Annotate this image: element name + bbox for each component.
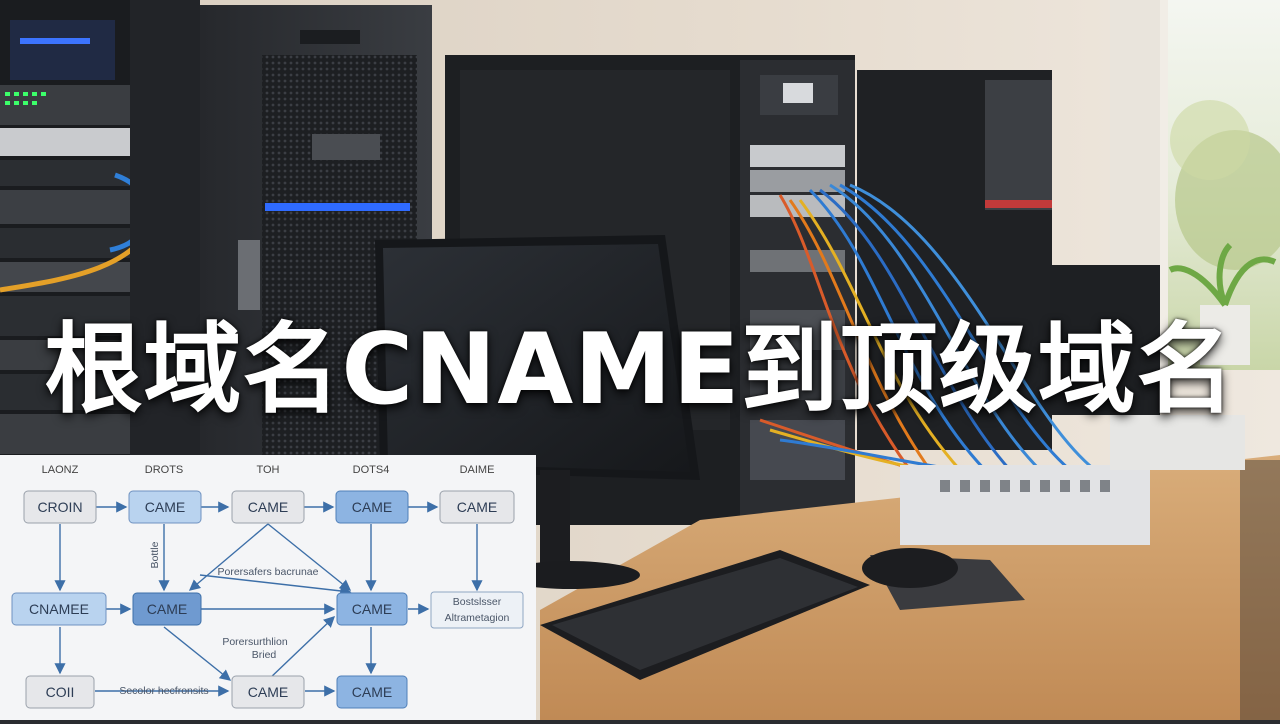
node-box (430, 591, 524, 629)
flow-arrows (54, 501, 483, 697)
diagram-canvas: LAONZ DROTS TOH DOTS4 DAIME (11, 464, 524, 709)
node-label: CAME (352, 499, 392, 515)
column-header: DROTS (145, 464, 184, 476)
node-label: CAME (248, 684, 288, 700)
node-box (11, 592, 107, 626)
node-box (25, 675, 95, 709)
column-header: DOTS4 (353, 464, 390, 476)
node-label: CAME (457, 499, 497, 515)
node-label: Altrametagion (445, 612, 510, 624)
column-header: LAONZ (42, 464, 79, 476)
node-label: CAME (147, 601, 187, 617)
annotation: Secolor hecfronsits (119, 685, 208, 697)
node-box (335, 490, 409, 524)
annotation: Bried (252, 649, 277, 661)
dns-flow-diagram: LAONZ DROTS TOH DOTS4 DAIME (0, 455, 536, 720)
node-box (439, 490, 515, 524)
video-title: 根域名CNAME到顶级域名 (44, 313, 1236, 427)
node-label: CROIN (37, 499, 82, 515)
node-label: CAME (145, 499, 185, 515)
node-box (336, 592, 408, 626)
column-header: DAIME (460, 464, 495, 476)
annotation: Porersafers bacrunae (218, 566, 319, 578)
node-box (336, 675, 408, 709)
node-box (132, 592, 202, 626)
node-box (128, 490, 202, 524)
node-label: CNAMEE (29, 601, 89, 617)
node-label: COII (46, 684, 75, 700)
column-header: TOH (256, 464, 279, 476)
node-label: CAME (352, 684, 392, 700)
node-label: CAME (352, 601, 392, 617)
node-label: Bostslsser (453, 596, 502, 608)
node-box (231, 490, 305, 524)
annotation: Porersurthlion (222, 636, 288, 648)
vertical-annotation: Bottle (149, 541, 161, 568)
node-label: CAME (248, 499, 288, 515)
node-box (231, 675, 305, 709)
node-box (23, 490, 97, 524)
